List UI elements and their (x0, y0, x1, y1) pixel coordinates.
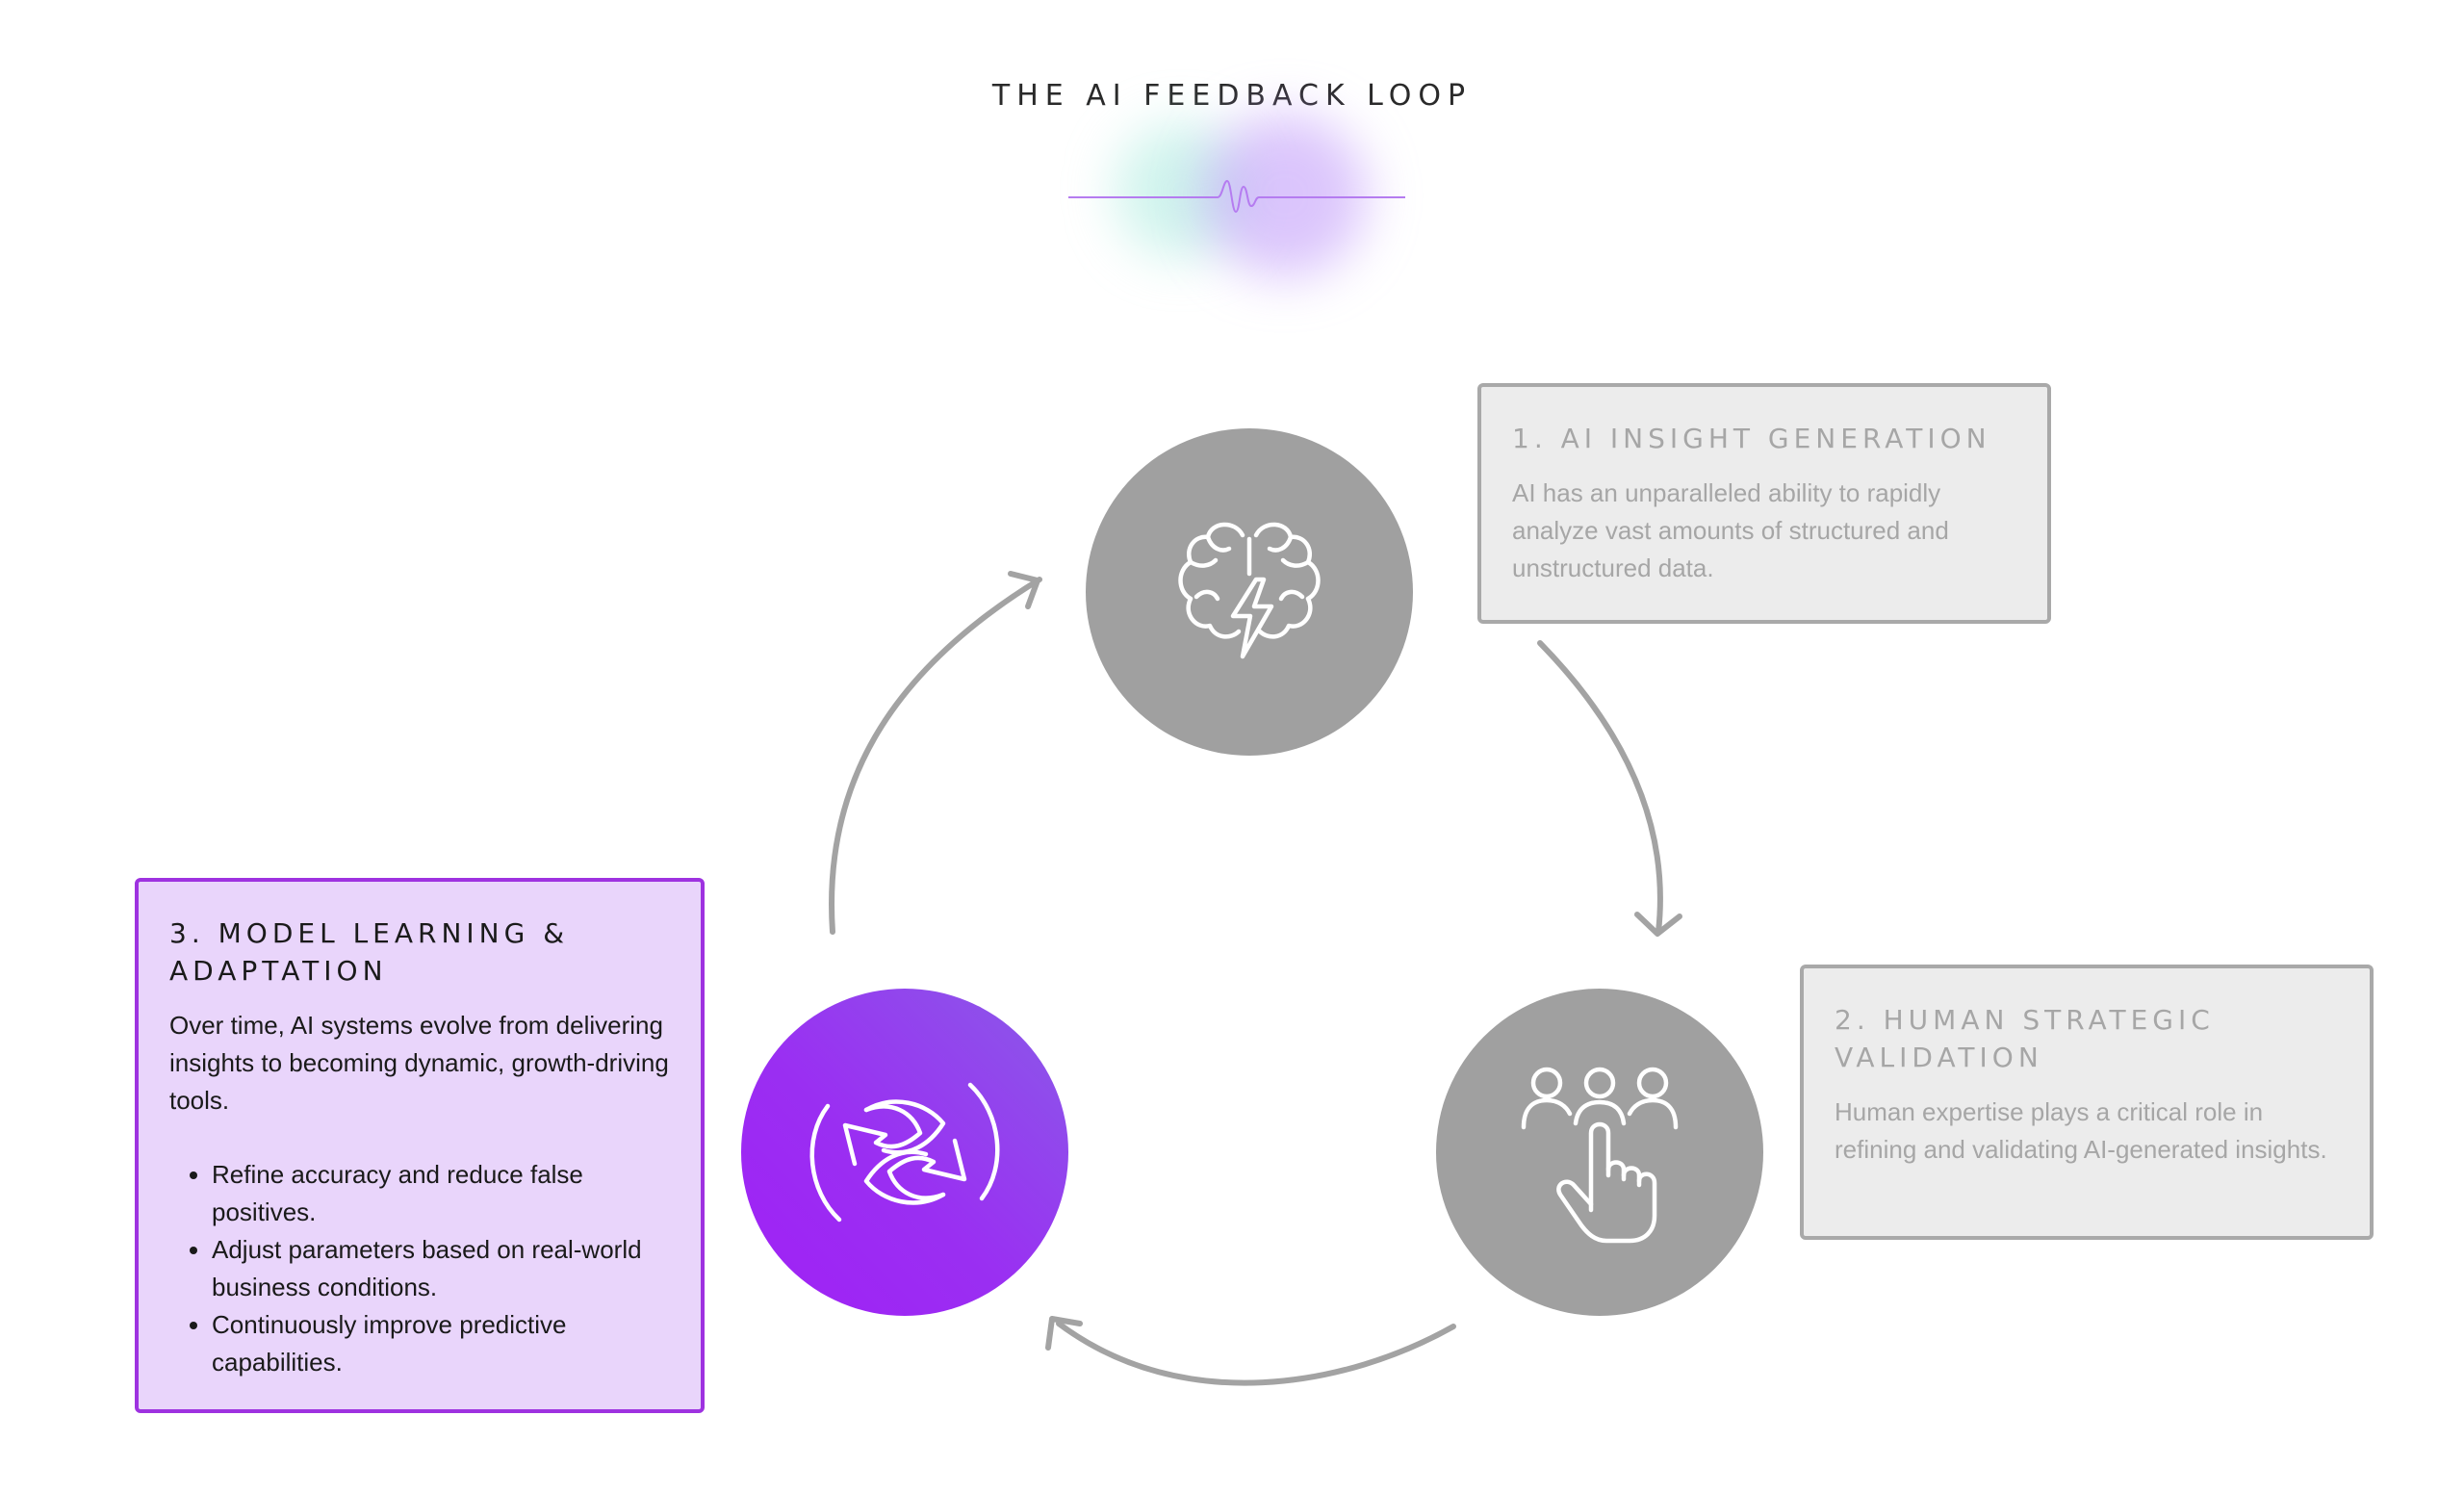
stage-1-heading: 1. AI INSIGHT GENERATION (1512, 423, 1991, 454)
stage-3-bullet: Adjust parameters based on real-world bu… (212, 1231, 670, 1306)
arrow-stage2-to-stage3 (1056, 1321, 1456, 1386)
refresh-cycle-icon (809, 1082, 1000, 1223)
stage-3-bullet: Refine accuracy and reduce false positiv… (212, 1156, 670, 1231)
page-title: THE AI FEEDBACK LOOP (991, 79, 1473, 113)
stage-2-node (1436, 989, 1763, 1316)
stage-3-body: Over time, AI systems evolve from delive… (169, 1011, 669, 1115)
stage-3-bullet-list: Refine accuracy and reduce false positiv… (169, 1156, 670, 1381)
brain-lightning-icon (1178, 522, 1321, 659)
people-pointing-hand-icon (1521, 1067, 1679, 1244)
arrow-head-stage3 (1045, 1316, 1083, 1351)
stage-3-node (741, 989, 1068, 1316)
stage-2-card: 2. HUMAN STRATEGIC VALIDATION Human expe… (1800, 965, 2374, 1240)
arrow-stage3-to-stage1 (829, 577, 1042, 935)
arrow-head-stage1 (1008, 571, 1040, 609)
stage-3-bullet: Continuously improve predictive capabili… (212, 1306, 670, 1381)
arrow-head-stage2 (1634, 912, 1682, 937)
arrow-stage1-to-stage2 (1537, 640, 1663, 935)
stage-1-body: AI has an unparalleled ability to rapidl… (1512, 478, 1949, 582)
waveform-divider-icon (1068, 179, 1405, 214)
stage-2-heading: 2. HUMAN STRATEGIC VALIDATION (1835, 1004, 2215, 1073)
stage-3-card: 3. MODEL LEARNING & ADAPTATION Over time… (135, 878, 705, 1413)
stage-1-node (1086, 428, 1413, 756)
stage-2-body: Human expertise plays a critical role in… (1835, 1097, 2327, 1164)
stage-1-card: 1. AI INSIGHT GENERATION AI has an unpar… (1477, 383, 2051, 624)
stage-3-heading: 3. MODEL LEARNING & ADAPTATION (169, 917, 570, 987)
